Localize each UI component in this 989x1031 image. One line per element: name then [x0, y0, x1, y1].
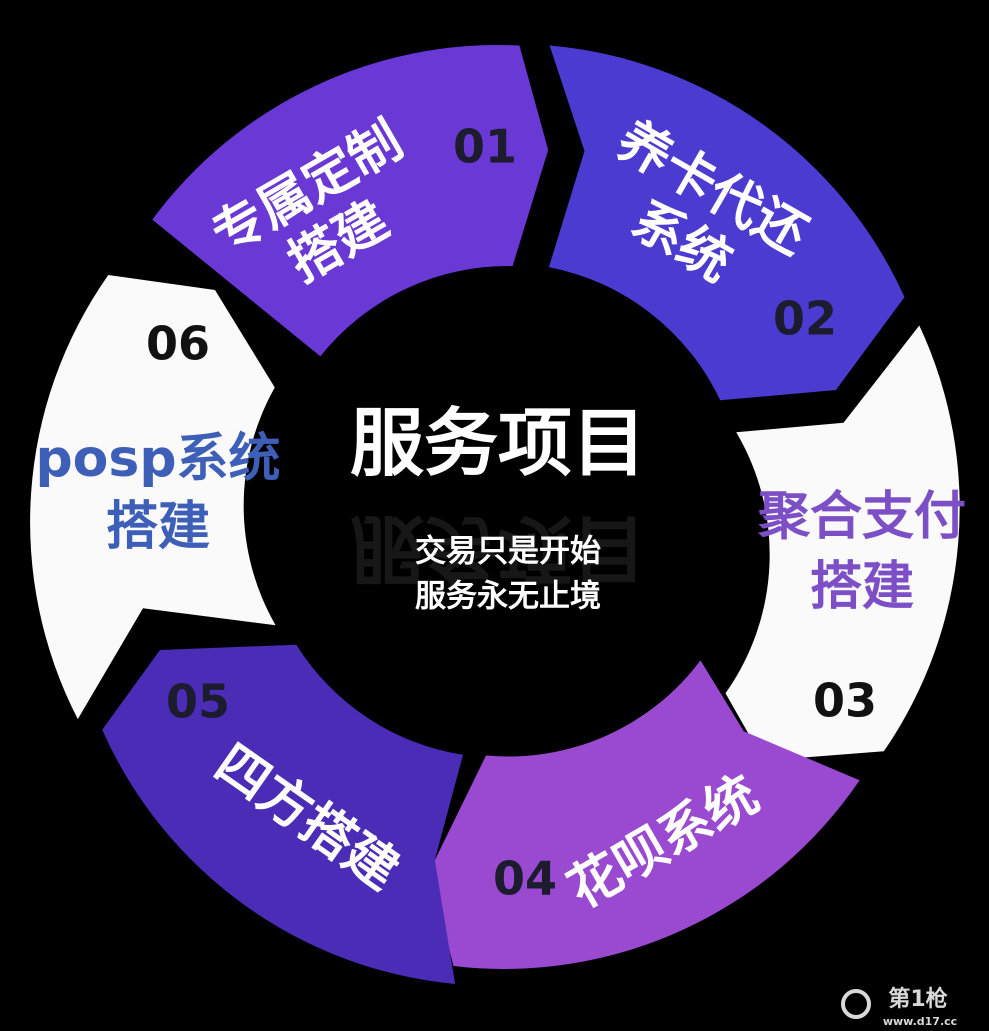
- segment-01-number: 01: [453, 120, 517, 174]
- segment-01-shape: [152, 44, 549, 357]
- segment-05-shape: [102, 644, 463, 984]
- segment-06-shape: [30, 275, 276, 720]
- segment-03-label-line2: 搭建: [810, 557, 914, 617]
- segment-01: 专属定制 搭建 01: [152, 44, 549, 357]
- segment-06-number: 06: [146, 317, 210, 371]
- center-title: 服务项目: [350, 401, 646, 487]
- segment-02-shape: [548, 45, 905, 401]
- segment-02: 养卡代还 系统 02: [548, 45, 905, 401]
- segment-03-number: 03: [813, 674, 877, 728]
- segment-04: 花呗系统 04: [430, 660, 860, 969]
- center-subtitle-line2: 服务永无止境: [415, 579, 601, 615]
- segment-02-number: 02: [773, 292, 837, 346]
- segment-05: 四方搭建 05: [102, 644, 463, 984]
- center-hub: 服务项目 服务项目 交易只是开始 服务永无止境: [350, 401, 646, 615]
- watermark-brand: 第1枪: [888, 986, 947, 1012]
- watermark-logo-icon: [841, 989, 871, 1019]
- segment-03-label-line1: 聚合支付: [757, 487, 966, 547]
- center-subtitle-line1: 交易只是开始: [415, 534, 601, 570]
- segment-06-label-line2: 搭建: [106, 497, 210, 557]
- segment-03: 聚合支付 搭建 03: [725, 325, 966, 761]
- segment-06-label-line1: posp系统: [35, 429, 280, 489]
- center-title-reflection: 服务项目: [350, 505, 646, 591]
- segment-05-number: 05: [166, 675, 230, 729]
- watermark-url: www.d17.cc: [883, 1015, 957, 1028]
- segment-04-number: 04: [493, 852, 557, 906]
- segment-03-shape: [725, 325, 960, 761]
- watermark: 第1枪 www.d17.cc: [841, 986, 957, 1028]
- segment-06: posp系统 搭建 06: [30, 275, 281, 720]
- segment-04-shape: [430, 660, 860, 969]
